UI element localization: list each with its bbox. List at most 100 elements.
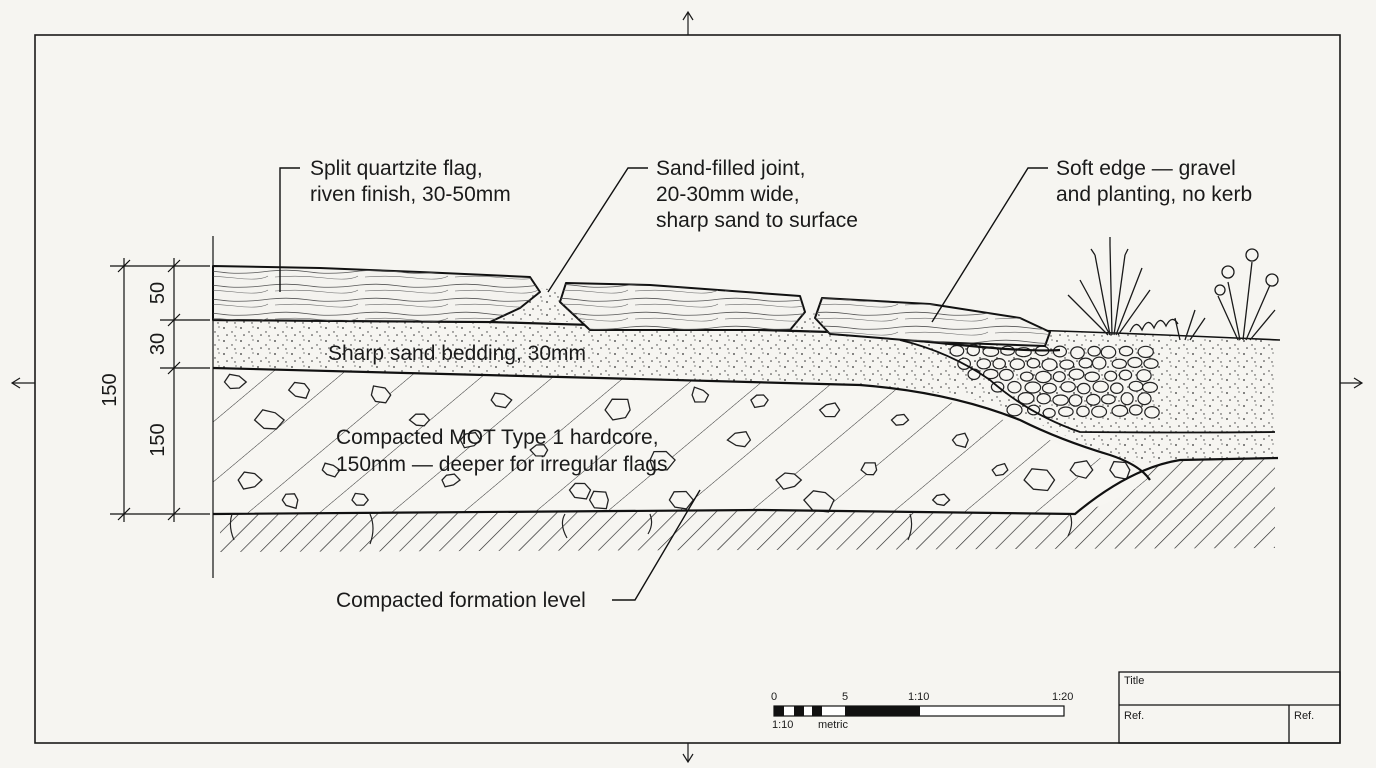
aggregate-stone [321, 462, 341, 478]
gravel-pebble [1076, 405, 1090, 418]
gravel-pebble [1052, 345, 1068, 358]
gravel-pebble [1077, 382, 1091, 395]
title-block-title: Title [1124, 675, 1144, 687]
aggregate-stone [775, 472, 803, 490]
aggregate-stone [237, 471, 263, 490]
aggregate-stone [588, 490, 609, 510]
gravel-pebble [1009, 358, 1026, 371]
gravel-pebble [1100, 345, 1117, 359]
planting [1067, 237, 1279, 341]
gravel-pebble [982, 368, 999, 380]
aggregate-stone [408, 413, 431, 427]
gravel-pebble [1068, 368, 1085, 380]
gravel-pebble [1007, 380, 1022, 394]
gravel-pebble [1092, 380, 1109, 393]
gravel-pebble [1000, 345, 1015, 356]
label-joint: Sand-filled joint, 20-30mm wide, sharp s… [656, 157, 858, 232]
gravel-pebble [1118, 345, 1134, 357]
aggregate-stone [529, 444, 549, 457]
aggregate-stone [253, 409, 286, 430]
gravel-pebble [1024, 381, 1042, 394]
dim-hardcore-150: 150 [147, 423, 169, 456]
scale-bar: 0 5 1:10 1:20 1:10 metric [771, 691, 1073, 731]
aggregate-stone [691, 386, 710, 403]
gravel-pebble [1059, 359, 1075, 370]
gravel-pebble [1042, 407, 1056, 419]
gravel-pebble [1052, 394, 1069, 406]
gravel-pebble [1137, 392, 1152, 406]
gravel-pebble [1006, 403, 1023, 417]
hardcore-aggregate [223, 373, 1131, 513]
gravel-pebble [1052, 371, 1066, 383]
gravel-pebble [1026, 357, 1041, 369]
gravel-pebble [1070, 346, 1085, 360]
gravel-pebble [992, 358, 1006, 370]
gravel-pebble [1137, 345, 1154, 359]
scale-tick-0: 0 [771, 691, 777, 703]
label-soft-edge: Soft edge — gravel and planting, no kerb [1056, 157, 1252, 206]
aggregate-stone [281, 493, 299, 510]
gravel-pebble [976, 358, 992, 370]
aggregate-stone [441, 473, 461, 488]
label-hardcore: Compacted MOT Type 1 hardcore, 150mm — d… [336, 426, 667, 476]
gravel-pebbles [949, 343, 1160, 419]
dimension-lines [110, 236, 214, 578]
label-bedding: Sharp sand bedding, 30mm [328, 342, 586, 365]
gravel-pebble [949, 344, 965, 357]
aggregate-stone [860, 462, 878, 476]
gravel-pebble [1128, 380, 1144, 392]
aggregate-stone [1023, 468, 1056, 492]
gravel-pebble [1091, 356, 1107, 370]
gravel-pebble [1111, 404, 1129, 417]
dim-flag-50: 50 [147, 282, 169, 304]
aggregate-stone [287, 381, 311, 399]
gravel-pebble [1060, 381, 1076, 393]
gravel-pebble [1110, 382, 1124, 394]
aggregate-stone [649, 450, 676, 471]
gravel-pebble [1111, 358, 1128, 369]
aggregate-stone [668, 490, 695, 510]
gravel-pebble [1068, 394, 1083, 407]
aggregate-stone [1069, 460, 1094, 479]
scale-units: metric [818, 719, 848, 731]
aggregate-stone [931, 493, 951, 507]
gravel-pebble [1036, 393, 1051, 405]
aggregate-stone [750, 394, 769, 409]
sheet-frame [10, 10, 1364, 764]
aggregate-stone [890, 413, 910, 426]
title-block-ref-2: Ref. [1294, 710, 1314, 722]
gravel-pebble [1041, 382, 1057, 394]
scale-tick-1-10: 1:10 [908, 691, 929, 703]
gravel-pebble [1091, 405, 1108, 418]
title-block-ref: Ref. [1124, 710, 1144, 722]
gravel-pebble [1019, 371, 1034, 382]
scale-tick-5: 5 [842, 691, 848, 703]
dim-total-150: 150 [99, 373, 121, 406]
scale-tick-1-20: 1:20 [1052, 691, 1073, 703]
aggregate-stone [351, 492, 370, 506]
gravel-pebble [1136, 369, 1152, 383]
gravel-pebble [1086, 393, 1101, 406]
roots [229, 513, 1073, 545]
gravel-pebble [1100, 394, 1116, 405]
title-block [1118, 671, 1341, 744]
gravel-pebble [1141, 381, 1158, 393]
aggregate-stone [490, 392, 513, 409]
aggregate-stone [991, 462, 1009, 477]
aggregate-stone [459, 431, 482, 449]
sand-joint-1 [490, 288, 590, 322]
aggregate-stone [818, 402, 841, 418]
gravel-pebble [1128, 404, 1143, 416]
gravel-pebble [1120, 392, 1134, 406]
gravel-pebble [1118, 369, 1133, 381]
label-flag: Split quartzite flag, riven finish, 30-5… [310, 157, 511, 206]
gravel-pebble [1041, 358, 1058, 372]
gravel-pebble [1087, 345, 1101, 357]
subgrade-ground [220, 458, 1275, 552]
aggregate-stone [951, 432, 969, 449]
leader-lines [279, 167, 1048, 601]
dim-bedding-30: 30 [147, 333, 169, 355]
aggregate-stone [726, 430, 752, 448]
